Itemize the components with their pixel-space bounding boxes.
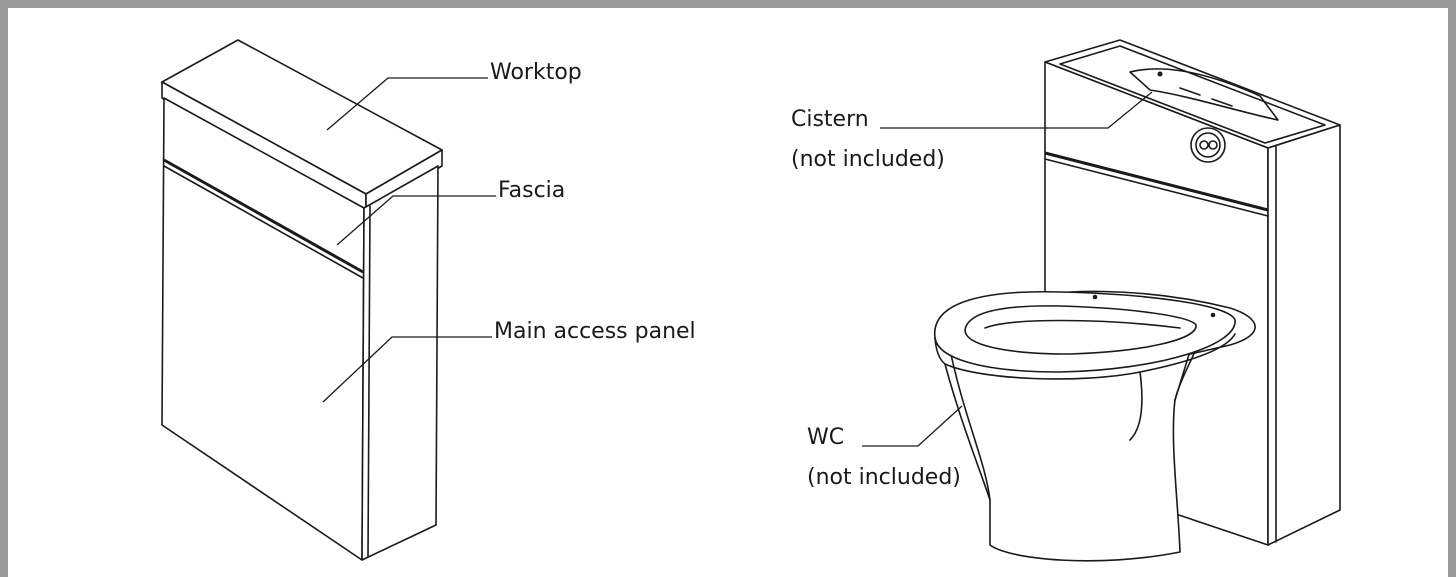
cistern-shape bbox=[1129, 68, 1279, 121]
wc-pan bbox=[934, 290, 1256, 562]
wc-fascia-gap bbox=[1044, 151, 1269, 212]
unit-drawing bbox=[161, 39, 443, 561]
cabinet-side bbox=[361, 165, 439, 561]
label-main-access-panel: Main access panel bbox=[494, 319, 696, 344]
label-wc: WC bbox=[807, 425, 844, 450]
label-cistern-note: (not included) bbox=[791, 147, 945, 172]
fascia-gap bbox=[163, 158, 364, 274]
label-fascia: Fascia bbox=[498, 178, 565, 203]
label-cistern: Cistern bbox=[791, 107, 869, 132]
right-leaders bbox=[862, 91, 1153, 447]
label-worktop: Worktop bbox=[490, 60, 582, 85]
flush-button-icon bbox=[1190, 127, 1226, 163]
wc-unit-drawing bbox=[934, 39, 1341, 562]
worktop-side-edge bbox=[365, 149, 443, 211]
left-leaders bbox=[322, 77, 496, 403]
unit-side bbox=[1267, 124, 1341, 546]
label-wc-note: (not included) bbox=[807, 465, 961, 490]
